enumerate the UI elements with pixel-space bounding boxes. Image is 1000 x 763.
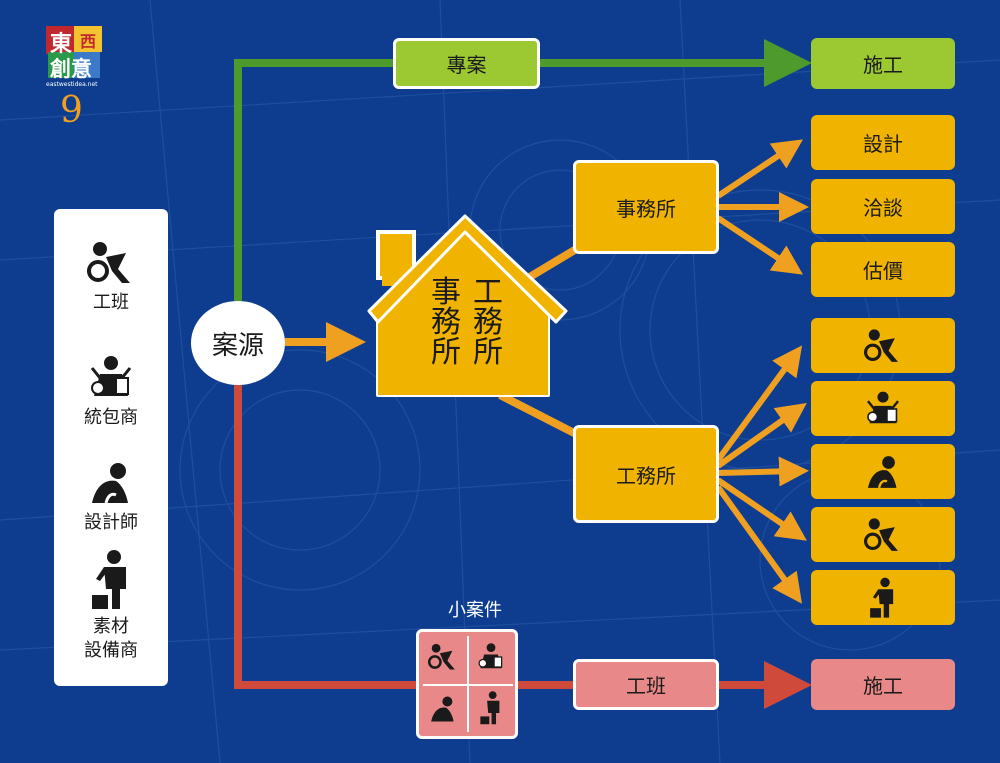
house-char: 事: [431, 275, 461, 310]
brand-logo: 東 西 創意 eastwestidea.net 9: [46, 26, 112, 136]
trade-box-worker-2: [811, 507, 955, 562]
house-shape: [367, 214, 568, 397]
crew-build-box: 施工: [811, 659, 955, 710]
small-case-box: [416, 629, 518, 739]
case-source-node: 案源: [191, 301, 285, 385]
trade-box-contractor: [811, 381, 955, 436]
green-line-to-project: [234, 59, 393, 301]
house-char: 所: [473, 335, 503, 370]
arrow-to-worker: [715, 345, 803, 462]
legend-label-worker: 工班: [93, 292, 129, 313]
legend-label-supplier-2: 設備商: [84, 640, 138, 661]
worker-icon: [864, 517, 899, 551]
quad-divider-h: [423, 684, 513, 686]
worker-icon: [428, 643, 455, 670]
designer-icon: [867, 455, 897, 488]
trade-box-designer: [811, 444, 955, 499]
small-case-label: 小案件: [448, 600, 502, 621]
office-a-box: 事務所: [573, 160, 719, 254]
legend-label-supplier-1: 素材: [93, 616, 129, 637]
house-char: 工: [473, 275, 503, 310]
arrow-to-estimate: [716, 215, 803, 275]
legend-designer: 設計師: [54, 459, 168, 535]
legend-panel: 工班 統包商 設計師 素材 設備商: [54, 209, 168, 686]
logo-char-east: 東: [50, 31, 73, 57]
house-col-left: 事 務 所: [430, 278, 462, 368]
logo-yellow-block: [74, 26, 102, 52]
legend-worker: 工班: [54, 239, 168, 315]
arrow-to-supplier: [715, 485, 803, 604]
supplier-icon: [870, 577, 894, 618]
arrow-to-design: [716, 139, 803, 199]
consult-box: 洽談: [811, 179, 955, 234]
logo-chuangyi: 創意: [50, 56, 92, 81]
supplier-icon: [92, 550, 126, 609]
legend-supplier: 素材 設備商: [54, 549, 168, 663]
page-number: 9: [60, 90, 83, 131]
house-char: 務: [473, 305, 503, 340]
trade-box-worker: [811, 318, 955, 373]
legend-label-designer: 設計師: [84, 512, 138, 533]
estimate-box: 估價: [811, 242, 955, 297]
project-build-box: 施工: [811, 38, 955, 89]
red-line-to-small-case: [234, 385, 418, 689]
project-box: 專案: [393, 38, 540, 89]
arrow-to-designer: [717, 456, 809, 487]
designer-icon: [92, 463, 128, 504]
house-char: 所: [431, 335, 461, 370]
trade-box-supplier: [811, 570, 955, 625]
house-label: 事 務 所 工 務 所: [428, 278, 508, 368]
crew-box: 工班: [573, 659, 719, 710]
logo-char-west: 西: [80, 32, 97, 51]
office-b-box: 工務所: [573, 425, 719, 523]
contractor-icon: [478, 643, 503, 669]
line-house-to-office-a: [525, 244, 581, 282]
logo-url: eastwestidea.net: [46, 81, 98, 88]
logo-blue-block: [74, 52, 100, 78]
designer-icon: [431, 696, 454, 722]
arrow-to-contractor: [716, 403, 807, 469]
house-col-right: 工 務 所: [472, 278, 504, 368]
worker-icon: [87, 242, 130, 283]
legend-label-contractor: 統包商: [84, 407, 138, 428]
arrow-to-worker-2: [716, 477, 807, 541]
worker-icon: [864, 328, 899, 362]
line-house-to-office-b: [498, 391, 580, 439]
logo-red-block: [46, 26, 76, 54]
contractor-icon: [90, 356, 132, 396]
contractor-icon: [867, 391, 899, 423]
house-char: 務: [431, 305, 461, 340]
logo-green-block: [48, 52, 74, 78]
legend-contractor: 統包商: [54, 354, 168, 430]
supplier-icon: [480, 691, 500, 725]
design-box: 設計: [811, 115, 955, 170]
